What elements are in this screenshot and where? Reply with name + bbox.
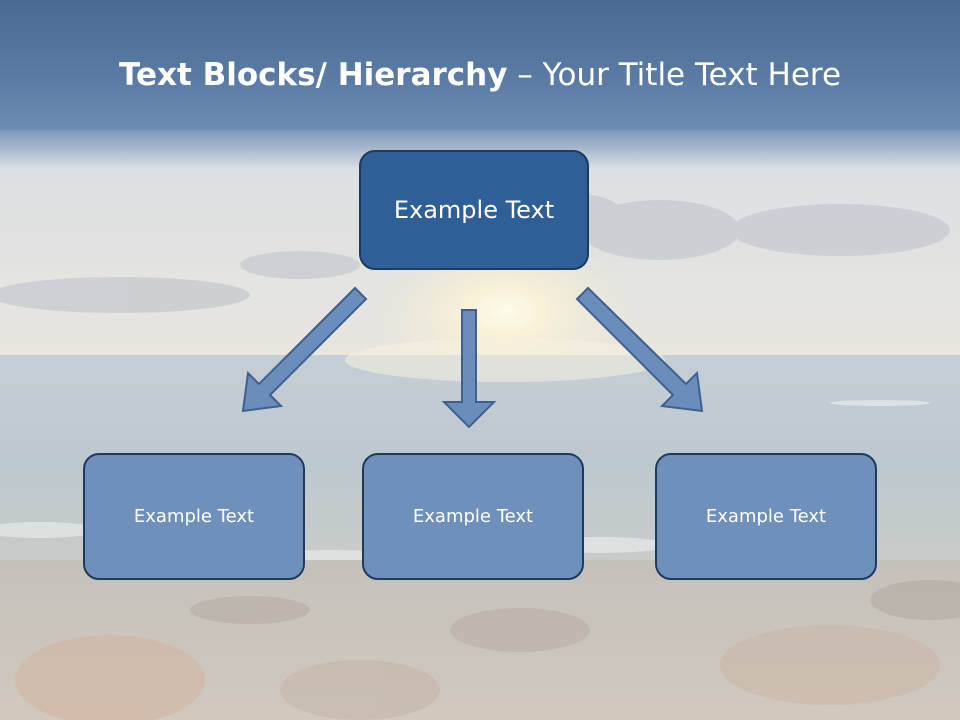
title-bold-part: Text Blocks/ Hierarchy bbox=[118, 57, 508, 93]
child-box-label: Example Text bbox=[705, 506, 827, 527]
child-box-label: Example Text bbox=[412, 506, 534, 527]
root-box: Example Text bbox=[359, 150, 589, 270]
slide-title: Text Blocks/ Hierarchy – Your Title Text… bbox=[0, 52, 960, 98]
child-box-right: Example Text bbox=[655, 453, 877, 580]
child-box-label: Example Text bbox=[133, 506, 255, 527]
root-box-label: Example Text bbox=[393, 196, 555, 224]
title-rest-part: – Your Title Text Here bbox=[507, 57, 842, 93]
child-box-left: Example Text bbox=[83, 453, 305, 580]
child-box-center: Example Text bbox=[362, 453, 584, 580]
